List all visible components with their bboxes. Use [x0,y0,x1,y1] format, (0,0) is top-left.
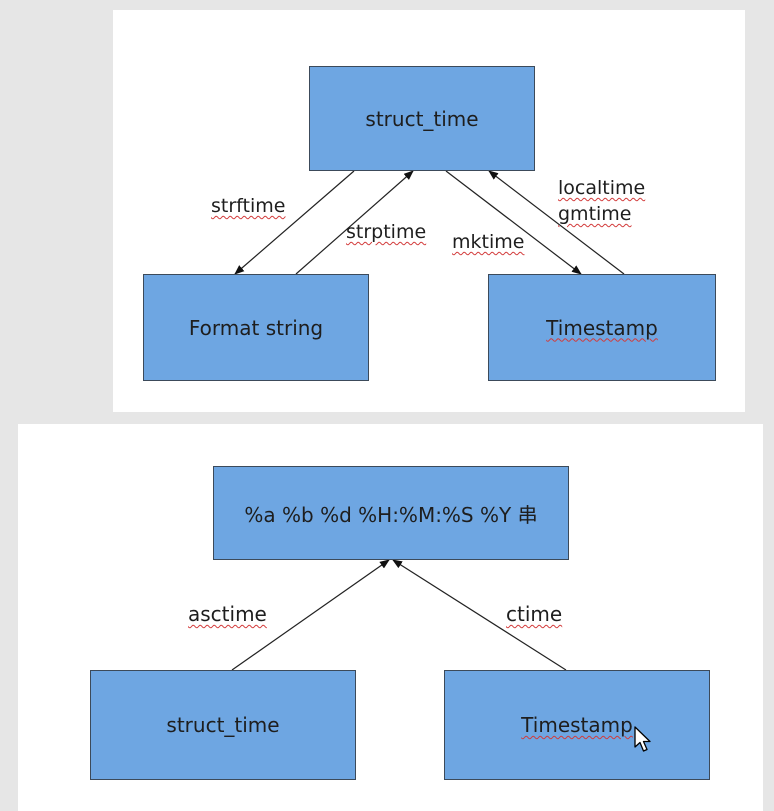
node-format-string-label: Format string [188,315,324,340]
edge-label-ctime: ctime [506,602,563,626]
node-timestamp-bottom[interactable]: Timestamp [444,670,710,780]
node-struct-time[interactable]: struct_time [309,66,535,171]
node-time-string[interactable]: %a %b %d %H:%M:%S %Y 串 [213,466,569,560]
node-timestamp[interactable]: Timestamp [488,274,716,381]
edge-label-strftime: strftime [211,195,286,217]
edge-label-localtime: localtime [558,177,646,199]
node-time-string-label: %a %b %d %H:%M:%S %Y 串 [244,502,538,527]
edge-label-asctime: asctime [188,602,267,626]
node-struct-time-label: struct_time [365,106,479,131]
edge-label-gmtime: gmtime [558,203,632,225]
node-timestamp-label: Timestamp [546,315,658,340]
node-struct-time-bottom[interactable]: struct_time [90,670,356,780]
node-struct-time-bottom-label: struct_time [166,713,280,737]
edge-label-mktime: mktime [452,231,525,253]
mouse-cursor-icon [634,726,651,752]
edge-label-strptime: strptime [346,221,427,243]
node-timestamp-bottom-label: Timestamp [521,713,633,737]
node-format-string[interactable]: Format string [143,274,369,381]
